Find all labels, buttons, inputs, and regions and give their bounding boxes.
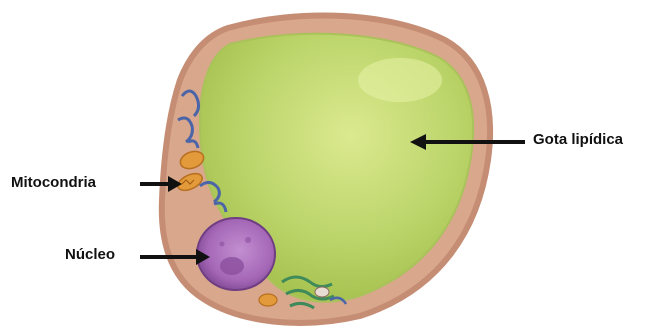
lipid-highlight [358,58,442,102]
label-nucleus: Núcleo [65,246,115,263]
label-mitochondrion: Mitocondria [11,174,96,191]
nucleolus [220,257,244,275]
nucleus [197,218,275,290]
vesicle [315,287,329,297]
mitochondrion [259,294,277,306]
label-lipid-droplet: Gota lipídica [533,131,623,148]
